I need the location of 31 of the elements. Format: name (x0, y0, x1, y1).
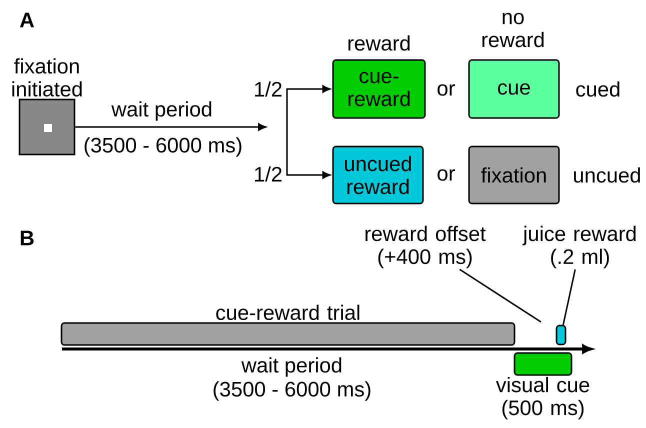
trial-bar: cue-reward trial (60, 304, 516, 346)
edge-label: 1/2 (252, 80, 284, 98)
label-text: (3500 - 6000 ms) (84, 137, 242, 157)
trial-box: uncued reward (332, 146, 424, 204)
arrow (286, 85, 330, 132)
label-text: cued (576, 81, 620, 97)
cue-block: visual cue (500 ms) (496, 352, 590, 420)
reward-marker (556, 324, 566, 346)
trial-box: fixation (468, 146, 560, 204)
edge-label: 1/2 (252, 165, 284, 183)
label-text: (3500 - 6000 ms) (214, 381, 370, 401)
node-label: visual cue (500 ms) (496, 376, 590, 420)
edge-label: wait period (110, 100, 214, 122)
trial-box: cue (468, 59, 560, 119)
node-label: fixation initiated (12, 58, 82, 97)
panel-letter: B (20, 230, 34, 246)
annotation-text: reward offset (+400 ms) (366, 226, 486, 268)
node-label: cue-reward trial (216, 304, 360, 320)
label-text: no reward (482, 12, 544, 48)
arrow (286, 132, 330, 179)
fixation-square: fixation initiated (12, 58, 82, 156)
label-text: or (438, 84, 455, 96)
arrow (75, 123, 266, 131)
trial-box: cue-reward (332, 59, 426, 119)
leader-line (562, 269, 576, 325)
label-text: reward (348, 35, 410, 51)
leader-line (459, 268, 542, 323)
annotation-text: juice reward (.2 ml) (522, 226, 636, 268)
panel-letter: A (20, 12, 34, 28)
label-text: uncued (574, 167, 640, 183)
label-text: or (438, 169, 455, 181)
